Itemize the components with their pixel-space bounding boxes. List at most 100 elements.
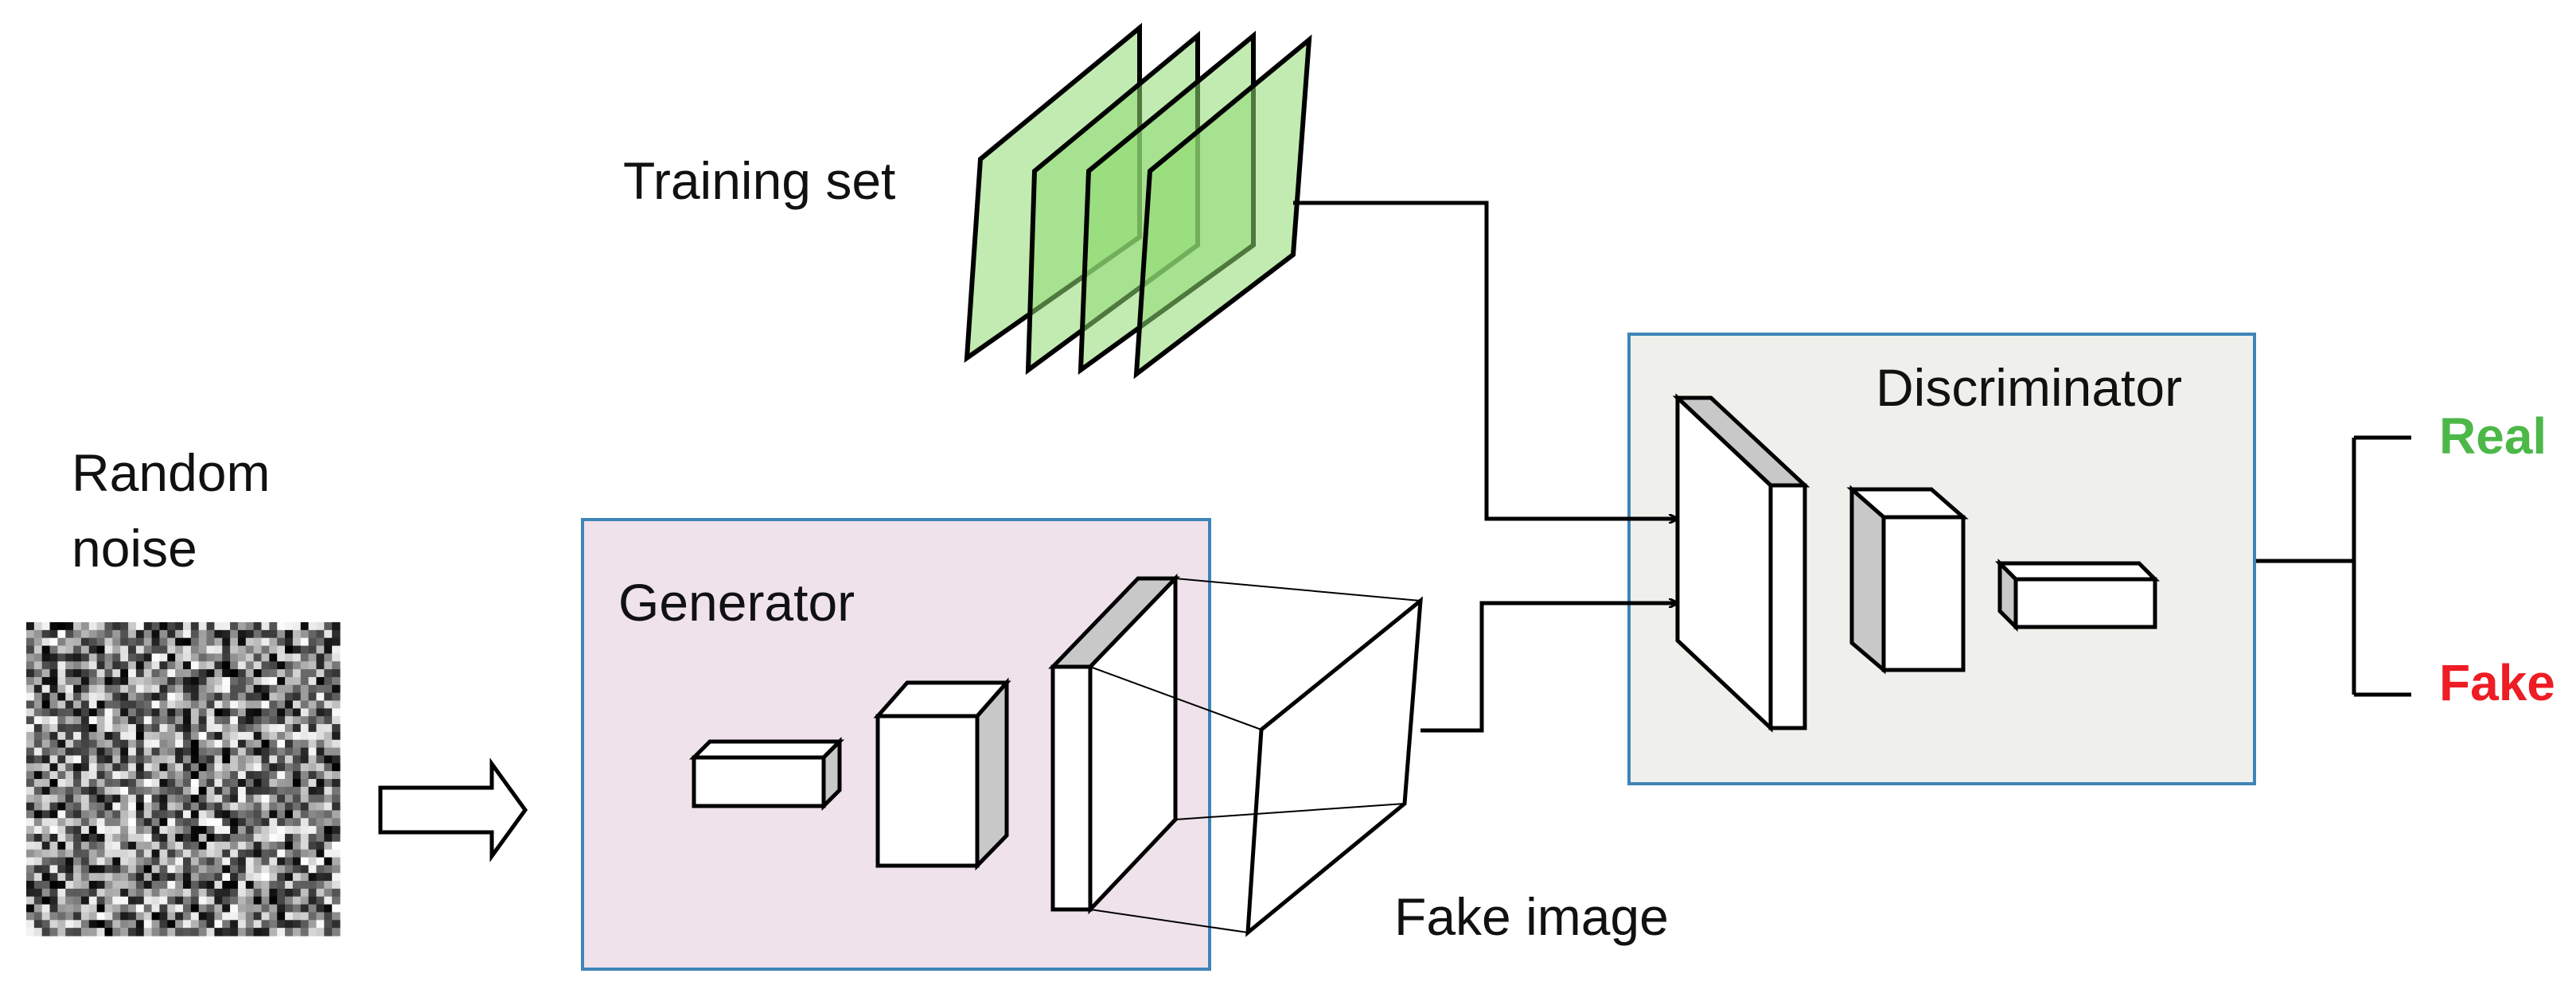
- noise-pixel: [26, 676, 35, 686]
- noise-pixel: [104, 669, 113, 678]
- noise-pixel: [214, 763, 223, 772]
- noise-pixel: [277, 700, 286, 709]
- noise-pixel: [206, 771, 215, 780]
- noise-pixel: [190, 857, 200, 866]
- noise-pixel: [143, 747, 153, 757]
- noise-pixel: [300, 676, 310, 686]
- noise-pixel: [183, 708, 192, 717]
- noise-pixel: [26, 810, 35, 819]
- noise-pixel: [33, 747, 43, 757]
- noise-pixel: [316, 637, 325, 647]
- noise-pixel: [143, 833, 153, 843]
- noise-pixel: [57, 622, 66, 631]
- noise-pixel: [151, 676, 161, 686]
- noise-pixel: [253, 653, 263, 662]
- noise-pixel: [49, 692, 58, 702]
- noise-pixel: [57, 779, 66, 788]
- noise-pixel: [65, 747, 74, 757]
- noise-pixel: [57, 692, 66, 702]
- noise-pixel: [230, 779, 239, 788]
- noise-pixel: [33, 645, 43, 654]
- noise-pixel: [49, 881, 58, 890]
- noise-pixel: [159, 802, 168, 811]
- noise-pixel: [73, 786, 82, 796]
- noise-pixel: [324, 786, 333, 796]
- noise-pixel: [96, 708, 106, 717]
- noise-pixel: [183, 676, 192, 686]
- noise-pixel: [292, 818, 302, 827]
- noise-pixel: [190, 763, 200, 772]
- noise-pixel: [316, 849, 325, 859]
- noise-pixel: [324, 684, 333, 694]
- noise-pixel: [26, 841, 35, 851]
- noise-pixel: [167, 779, 176, 788]
- noise-pixel: [261, 622, 270, 631]
- noise-pixel: [80, 810, 90, 819]
- noise-pixel: [57, 645, 66, 654]
- noise-pixel: [26, 849, 35, 859]
- noise-pixel: [300, 857, 310, 866]
- noise-pixel: [253, 912, 263, 921]
- noise-pixel: [300, 920, 310, 929]
- noise-pixel: [261, 833, 270, 843]
- noise-pixel: [143, 692, 153, 702]
- noise-pixel: [112, 802, 121, 811]
- training-set-sheets: [964, 22, 1312, 380]
- noise-pixel: [175, 818, 184, 827]
- noise-pixel: [41, 857, 51, 866]
- noise-pixel: [143, 857, 153, 866]
- noise-pixel: [324, 810, 333, 819]
- noise-pixel: [237, 881, 247, 890]
- noise-pixel: [198, 786, 208, 796]
- noise-pixel: [190, 747, 200, 757]
- noise-pixel: [49, 857, 58, 866]
- noise-pixel: [190, 896, 200, 905]
- noise-pixel: [300, 629, 310, 639]
- noise-pixel: [112, 676, 121, 686]
- noise-pixel: [269, 684, 278, 694]
- noise-pixel: [308, 841, 318, 851]
- noise-pixel: [73, 708, 82, 717]
- noise-pixel: [112, 928, 121, 937]
- noise-pixel: [285, 731, 294, 741]
- random-noise-label-line2: noise: [72, 519, 197, 578]
- noise-pixel: [261, 739, 270, 749]
- noise-pixel: [33, 779, 43, 788]
- noise-pixel: [253, 645, 263, 654]
- noise-pixel: [261, 849, 270, 859]
- noise-pixel: [214, 747, 223, 757]
- noise-pixel: [175, 708, 184, 717]
- noise-pixel: [285, 669, 294, 678]
- generator-layers: [688, 573, 1180, 915]
- noise-pixel: [198, 794, 208, 804]
- noise-pixel: [300, 912, 310, 921]
- noise-pixel: [253, 865, 263, 874]
- noise-pixel: [167, 857, 176, 866]
- noise-pixel: [292, 692, 302, 702]
- noise-pixel: [222, 684, 231, 694]
- noise-pixel: [49, 841, 58, 851]
- noise-pixel: [190, 755, 200, 764]
- noise-pixel: [222, 771, 231, 780]
- noise-pixel: [65, 881, 74, 890]
- noise-pixel: [33, 724, 43, 733]
- noise-pixel: [112, 763, 121, 772]
- noise-pixel: [128, 676, 137, 686]
- noise-pixel: [300, 724, 310, 733]
- noise-pixel: [190, 637, 200, 647]
- noise-pixel: [245, 818, 255, 827]
- noise-pixel: [300, 763, 310, 772]
- noise-pixel: [253, 724, 263, 733]
- noise-pixel: [332, 637, 341, 647]
- noise-pixel: [41, 818, 51, 827]
- noise-pixel: [308, 786, 318, 796]
- noise-pixel: [65, 629, 74, 639]
- noise-pixel: [57, 865, 66, 874]
- noise-pixel: [112, 779, 121, 788]
- noise-pixel: [112, 849, 121, 859]
- noise-pixel: [128, 865, 137, 874]
- noise-pixel: [308, 763, 318, 772]
- noise-pixel: [261, 629, 270, 639]
- noise-pixel: [41, 779, 51, 788]
- noise-pixel: [214, 810, 223, 819]
